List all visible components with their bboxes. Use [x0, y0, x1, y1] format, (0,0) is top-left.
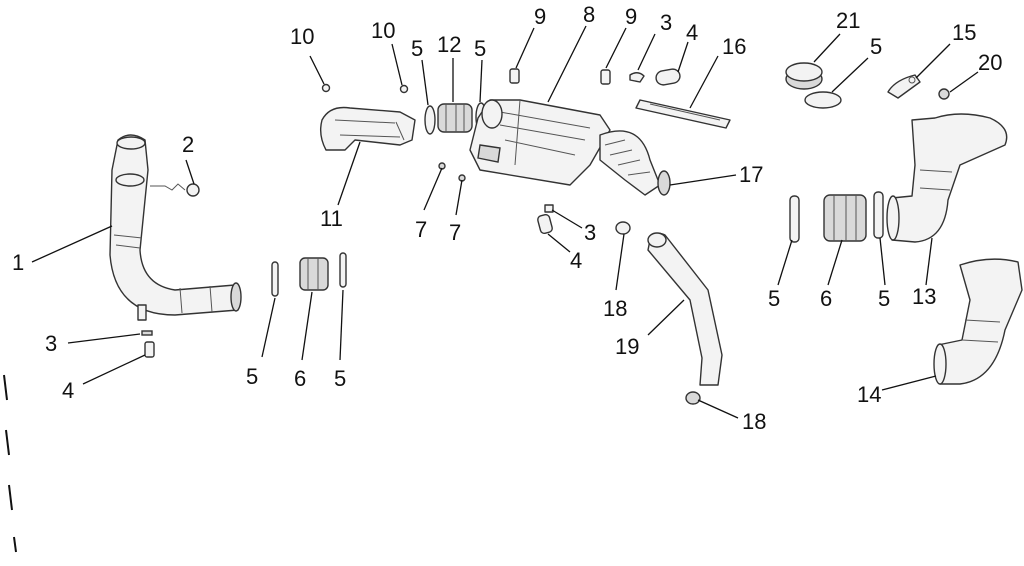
callout-18-top: 18: [603, 296, 627, 321]
clamp-part-5-left-a: [271, 261, 279, 297]
clamp-part-5-left-b: [339, 252, 347, 288]
clamp-part-3-left: [141, 330, 153, 336]
callout-9-a: 9: [534, 4, 546, 29]
drain-tube-part-19: [647, 232, 723, 386]
hose-part-4-left: [144, 341, 155, 358]
callout-10-a: 10: [290, 24, 314, 49]
callout-7-a: 7: [415, 217, 427, 242]
callout-3-center: 3: [584, 220, 596, 245]
elbow-duct-part-13: [886, 113, 1008, 243]
callout-17: 17: [739, 162, 763, 187]
clamp-part-18-bottom: [685, 391, 701, 405]
clamp-part-5-right-a: [789, 195, 800, 243]
callout-5-right-a: 5: [768, 286, 780, 311]
bracket-part-15: [887, 74, 921, 99]
left-edge-marks: [3, 374, 17, 553]
callout-2: 2: [182, 132, 194, 157]
coupler-part-6-right: [823, 194, 867, 242]
bellows-hose-part-17: [599, 130, 671, 196]
callout-5-right-b: 5: [878, 286, 890, 311]
leader-lines: [31, 25, 979, 419]
callout-18-bottom: 18: [742, 409, 766, 434]
clamp-part-5-top-right: [804, 91, 842, 109]
coupler-part-12: [437, 103, 473, 133]
bolt-part-9-b: [600, 69, 611, 85]
callout-6-left: 6: [294, 366, 306, 391]
clamp-part-5-right-b: [873, 191, 884, 239]
intake-tube-part-1: [109, 134, 242, 321]
callout-5-top-right: 5: [870, 34, 882, 59]
callout-8: 8: [583, 2, 595, 27]
callout-6-right: 6: [820, 286, 832, 311]
intake-duct-part-11: [319, 106, 416, 151]
callout-14: 14: [857, 382, 881, 407]
bolt-part-10-a: [321, 83, 331, 93]
callout-4-top: 4: [686, 20, 698, 45]
callout-5-left-b: 5: [334, 366, 346, 391]
callout-labels: 1 2 3 4 5 6 5 10 10 5 12 5 9 8 9 3 4 16 …: [12, 2, 1002, 434]
callout-5-center-a: 5: [411, 36, 423, 61]
clamp-part-5-center-a: [424, 105, 436, 135]
clamp-part-18-top: [615, 221, 631, 235]
callout-21: 21: [836, 8, 860, 33]
callout-13: 13: [912, 284, 936, 309]
callout-16: 16: [722, 34, 746, 59]
clip-part-2: [150, 183, 200, 197]
callout-5-left-a: 5: [246, 364, 258, 389]
cap-part-21: [785, 62, 823, 90]
coupler-part-6-left: [299, 257, 329, 291]
bolt-part-10-b: [399, 84, 409, 94]
clamp-part-3-center: [544, 204, 554, 213]
callout-20: 20: [978, 50, 1002, 75]
nut-part-20: [938, 88, 950, 100]
callout-12: 12: [437, 32, 461, 57]
callout-15: 15: [952, 20, 976, 45]
hose-part-4-center: [537, 213, 553, 235]
callout-1: 1: [12, 250, 24, 275]
clamp-part-3-top: [629, 72, 645, 83]
callout-4-center: 4: [570, 248, 582, 273]
callout-4-left: 4: [62, 378, 74, 403]
air-filter-part-16: [635, 99, 731, 129]
bolt-part-9-a: [509, 68, 520, 84]
callout-11: 11: [320, 206, 343, 231]
elbow-duct-part-14: [933, 258, 1023, 385]
callout-19: 19: [615, 334, 639, 359]
callout-3-left: 3: [45, 331, 57, 356]
hose-part-4-top: [655, 68, 681, 86]
airbox-part-8: [469, 99, 611, 186]
callout-10-b: 10: [371, 18, 395, 43]
callout-3-top: 3: [660, 10, 672, 35]
callout-7-b: 7: [449, 220, 461, 245]
callout-5-center-b: 5: [474, 36, 486, 61]
callout-9-b: 9: [625, 4, 637, 29]
